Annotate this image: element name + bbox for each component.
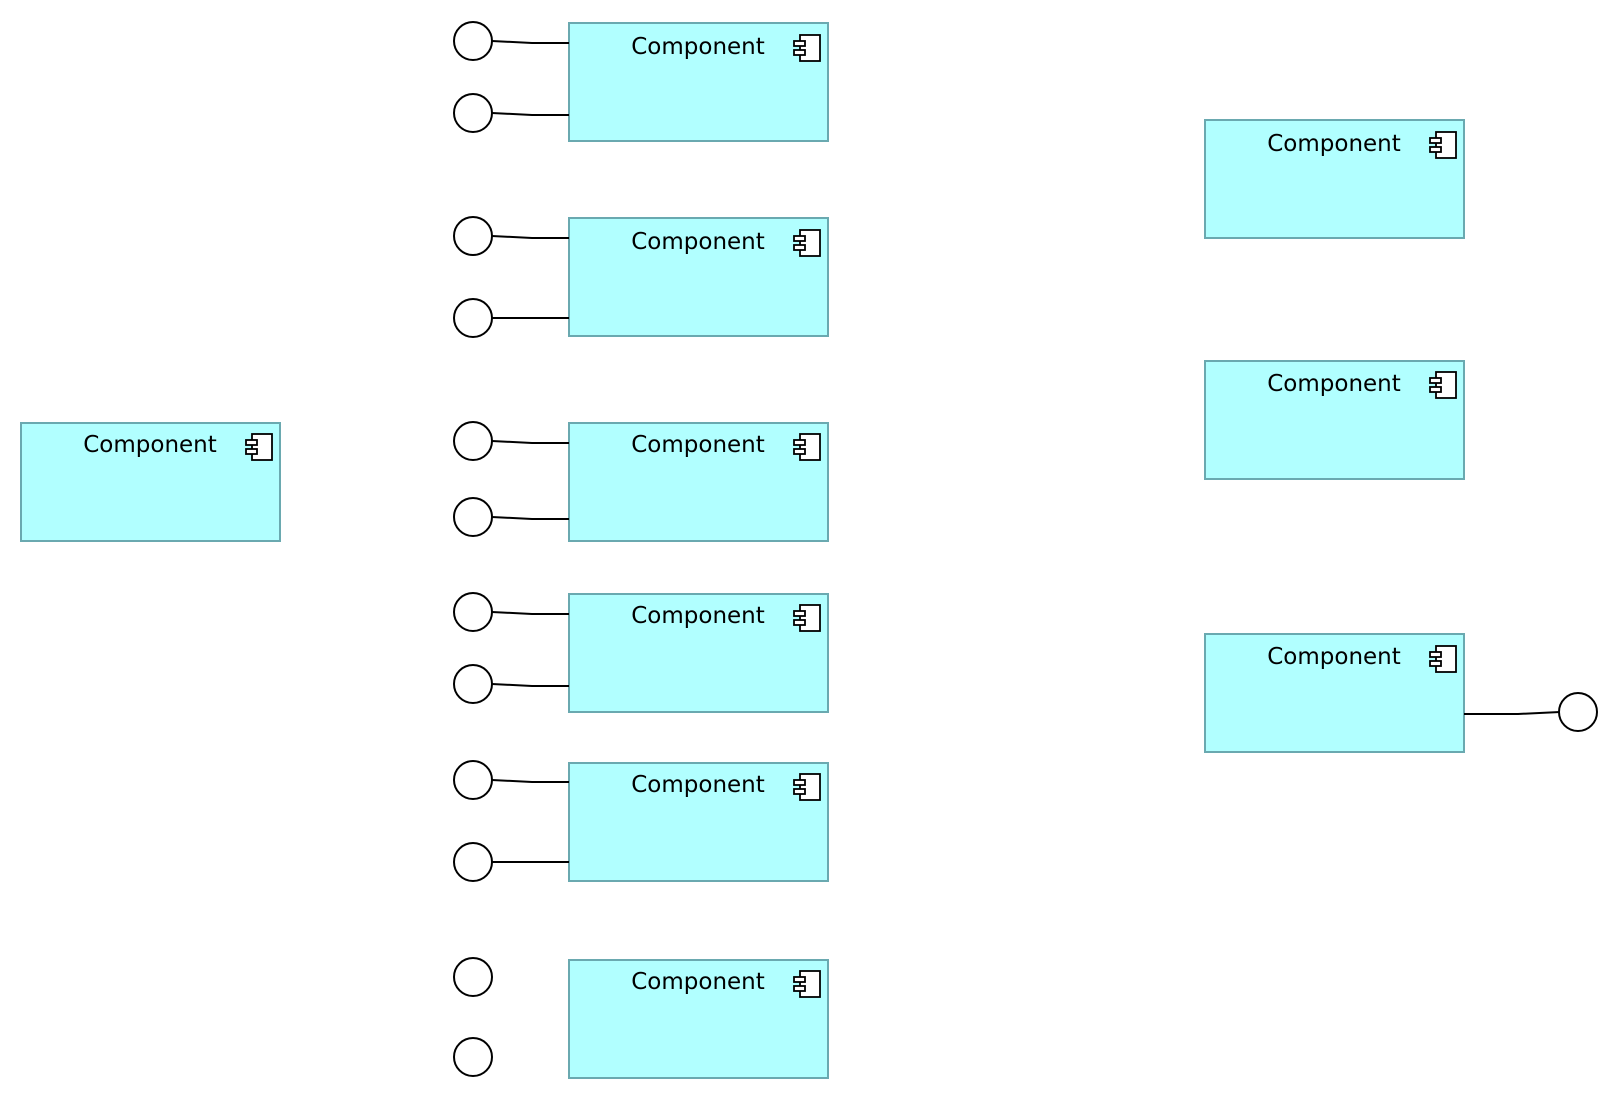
connector-line[interactable] xyxy=(491,440,569,444)
component-label: Component xyxy=(1267,644,1401,670)
component-box xyxy=(568,959,829,1079)
component-icon xyxy=(793,773,821,801)
component-label: Component xyxy=(1267,371,1401,397)
connector-line[interactable] xyxy=(491,779,569,783)
component-mid-4[interactable]: Component xyxy=(568,593,829,713)
interface-circle[interactable] xyxy=(453,421,493,461)
component-label: Component xyxy=(83,432,217,458)
component-box xyxy=(1204,119,1465,239)
component-right-2[interactable]: Component xyxy=(1204,360,1465,480)
connector-line[interactable] xyxy=(491,683,569,687)
component-label: Component xyxy=(631,229,765,255)
connector-line[interactable] xyxy=(491,611,569,615)
component-icon xyxy=(793,433,821,461)
component-label: Component xyxy=(1267,131,1401,157)
component-box xyxy=(1204,633,1465,753)
component-box xyxy=(568,217,829,337)
component-icon xyxy=(793,604,821,632)
connector-line[interactable] xyxy=(491,40,569,44)
component-icon xyxy=(793,970,821,998)
component-right-3[interactable]: Component xyxy=(1204,633,1465,753)
component-icon xyxy=(793,34,821,62)
interface-circle[interactable] xyxy=(453,664,493,704)
component-box xyxy=(1204,360,1465,480)
interface-circle[interactable] xyxy=(453,592,493,632)
connector-line[interactable] xyxy=(491,516,569,520)
connector-line[interactable] xyxy=(491,235,569,239)
interface-circle[interactable] xyxy=(453,497,493,537)
interface-circle[interactable] xyxy=(453,842,493,882)
component-mid-6[interactable]: Component xyxy=(568,959,829,1079)
component-mid-1[interactable]: Component xyxy=(568,22,829,142)
component-box xyxy=(568,762,829,882)
component-box xyxy=(20,422,281,542)
component-label: Component xyxy=(631,969,765,995)
component-box xyxy=(568,422,829,542)
component-mid-2[interactable]: Component xyxy=(568,217,829,337)
component-icon xyxy=(1429,371,1457,399)
interface-circle[interactable] xyxy=(453,760,493,800)
interface-circle[interactable] xyxy=(1558,692,1598,732)
component-icon xyxy=(793,229,821,257)
connector-line[interactable] xyxy=(1464,711,1561,715)
interface-circle[interactable] xyxy=(453,93,493,133)
interface-circle[interactable] xyxy=(453,1037,493,1077)
component-mid-5[interactable]: Component xyxy=(568,762,829,882)
component-right-1[interactable]: Component xyxy=(1204,119,1465,239)
component-label: Component xyxy=(631,603,765,629)
component-mid-3[interactable]: Component xyxy=(568,422,829,542)
component-left-1[interactable]: Component xyxy=(20,422,281,542)
component-box xyxy=(568,22,829,142)
component-icon xyxy=(1429,131,1457,159)
component-icon xyxy=(245,433,273,461)
component-label: Component xyxy=(631,432,765,458)
connector-line[interactable] xyxy=(491,112,569,116)
interface-circle[interactable] xyxy=(453,957,493,997)
component-label: Component xyxy=(631,772,765,798)
component-box xyxy=(568,593,829,713)
interface-circle[interactable] xyxy=(453,216,493,256)
interface-circle[interactable] xyxy=(453,21,493,61)
interface-circle[interactable] xyxy=(453,298,493,338)
component-icon xyxy=(1429,645,1457,673)
component-label: Component xyxy=(631,34,765,60)
